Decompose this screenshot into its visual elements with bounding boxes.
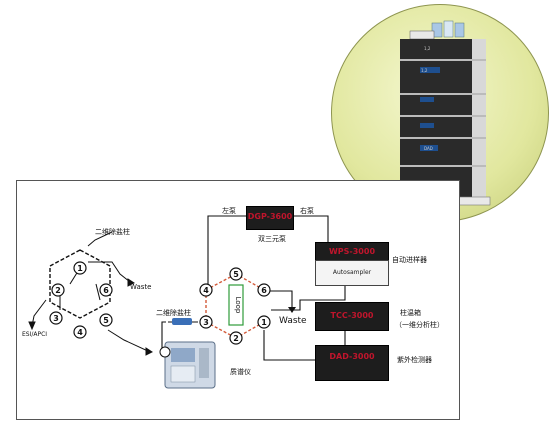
valve-port-number: 1 — [77, 264, 83, 273]
valve-port-number: 3 — [53, 314, 59, 323]
valve-port-number: 5 — [233, 270, 239, 279]
valve-port-number: 2 — [55, 286, 61, 295]
desalting-column-label: 二维除盐柱 — [95, 228, 130, 236]
valve-port — [49, 311, 63, 325]
valve-port — [99, 313, 113, 327]
valve-port-number: 5 — [103, 316, 109, 325]
tcc-sub-caption: （一维分析柱） — [395, 321, 444, 329]
instrument-label: 1,2 — [424, 46, 431, 51]
tcc-module: TCC-3000 — [315, 302, 389, 331]
dad-caption: 紫外检测器 — [397, 356, 432, 364]
pump-caption: 双三元泵 — [258, 235, 286, 243]
left-pump-label: 左泵 — [222, 207, 236, 215]
instrument-label: 1,2 — [421, 68, 428, 73]
valve-port-number: 3 — [203, 318, 209, 327]
autosampler-module: WPS-3000 — [315, 242, 389, 262]
valve-port-number: 6 — [261, 286, 267, 295]
instrument-label: DAD — [424, 146, 433, 151]
autosampler-sub-label: Autosampler — [332, 269, 372, 276]
autosampler-label: WPS-3000 — [328, 247, 376, 256]
valve-port — [257, 283, 271, 297]
valve-port — [199, 283, 213, 297]
right-pump-label: 右泵 — [300, 207, 314, 215]
valve-port — [73, 325, 87, 339]
dad-module: DAD-3000 — [315, 345, 389, 381]
pump-module: DGP-3600 — [246, 206, 294, 230]
valve-port — [229, 331, 243, 345]
waste-left-label: Waste — [130, 283, 152, 291]
valve-port — [51, 283, 65, 297]
desalting-column-label: 二维除盐柱 — [156, 309, 191, 317]
instrument-stack-illustration: 1,2 1,2 DAD — [397, 20, 491, 206]
valve-port-number: 6 — [103, 286, 109, 295]
dad-label: DAD-3000 — [329, 352, 375, 361]
valve-port-number: 1 — [261, 318, 267, 327]
autosampler-panel: Autosampler — [315, 260, 389, 286]
tcc-caption: 柱温箱 — [400, 309, 421, 317]
autosampler-caption: 自动进样器 — [392, 256, 427, 264]
valve-port — [99, 283, 113, 297]
valve-port — [199, 315, 213, 329]
mass-spectrometer-image — [159, 341, 216, 389]
valve-port-number: 4 — [77, 328, 83, 337]
loop-label: Loop — [234, 297, 242, 314]
pump-label: DGP-3600 — [247, 212, 293, 221]
valve-port-number: 2 — [233, 334, 239, 343]
valve-port — [73, 261, 87, 275]
waste-right-label: Waste — [279, 316, 307, 326]
esi-apci-label: ESI/APCI — [22, 331, 48, 338]
valve-port-number: 4 — [203, 286, 209, 295]
valve-port — [229, 267, 243, 281]
tcc-label: TCC-3000 — [330, 311, 374, 320]
valve-port — [257, 315, 271, 329]
mass-spectrometer-caption: 质谱仪 — [230, 368, 251, 376]
